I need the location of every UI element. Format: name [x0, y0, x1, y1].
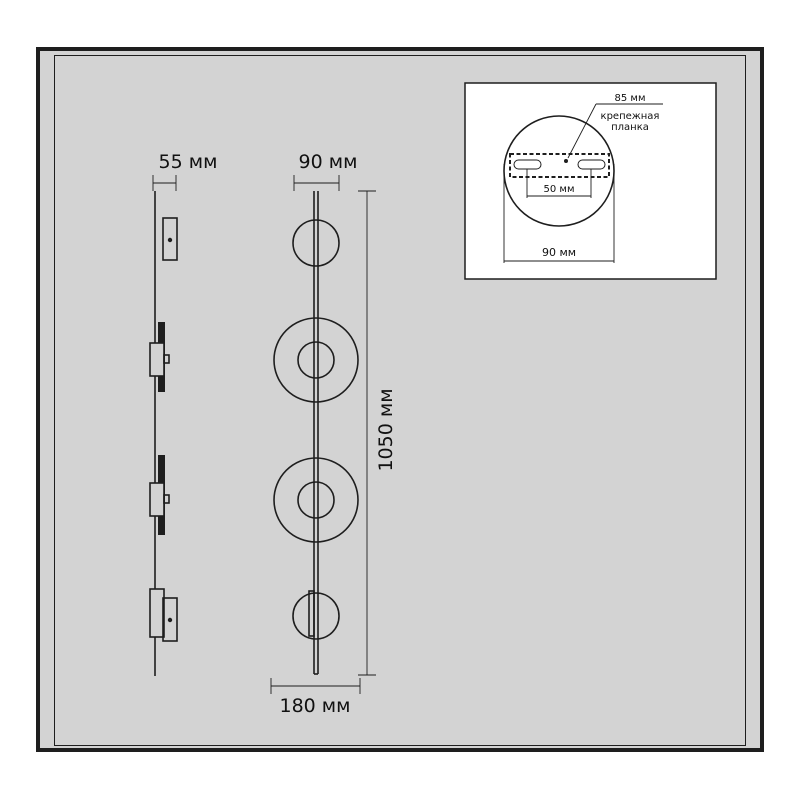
front-lower-ring	[273, 457, 359, 543]
bottom-width-label: 180 мм	[280, 695, 351, 717]
front-bottom-bracket	[308, 590, 315, 637]
mounting-plate	[509, 153, 610, 178]
side-bottom-mount	[162, 597, 178, 642]
side-lower-clamp	[149, 482, 165, 517]
front-lower-ring-center	[297, 481, 335, 519]
mount-inset: 85 мм крепежная планка 50 мм 90 мм	[464, 82, 717, 280]
inset-plate-label-line1: крепежная	[601, 111, 660, 122]
side-view: 55 мм	[149, 151, 218, 676]
bottom-width-dimension-line	[270, 678, 361, 694]
front-bottom-disc	[292, 592, 340, 640]
inset-hole-spacing-label: 50 мм	[544, 184, 575, 195]
inset-panel	[464, 82, 717, 280]
side-depth-dimension-line	[152, 175, 177, 191]
front-width-dimension-line	[293, 175, 340, 191]
inset-base-width-dimension	[503, 164, 615, 263]
side-top-mount-screw	[167, 237, 173, 243]
front-width-label: 90 мм	[299, 151, 358, 173]
inset-base-width-label: 90 мм	[542, 246, 576, 259]
height-dimension-line	[358, 190, 376, 676]
mounting-slot-right	[577, 159, 606, 170]
inset-plate-leader	[567, 103, 597, 159]
side-lower-knob	[163, 494, 170, 504]
mounting-slot-left	[513, 159, 542, 170]
side-bottom-clamp	[149, 588, 165, 638]
side-upper-knob	[163, 354, 170, 364]
side-depth-label: 55 мм	[159, 151, 218, 173]
side-top-mount	[162, 217, 178, 261]
height-label: 1050 мм	[375, 388, 397, 471]
front-view: 90 мм 1050 мм	[270, 151, 397, 717]
side-bottom-mount-screw	[167, 617, 173, 623]
front-top-disc	[292, 219, 340, 267]
front-upper-ring	[273, 317, 359, 403]
inner-frame	[54, 55, 746, 746]
inset-hole-spacing-dimension	[526, 169, 592, 198]
mounting-center-dot	[564, 159, 568, 163]
side-upper-clamp	[149, 342, 165, 377]
inset-diameter-label: 85 мм	[615, 93, 646, 104]
inset-plate-label-line2: планка	[611, 122, 649, 133]
front-upper-ring-center	[297, 341, 335, 379]
